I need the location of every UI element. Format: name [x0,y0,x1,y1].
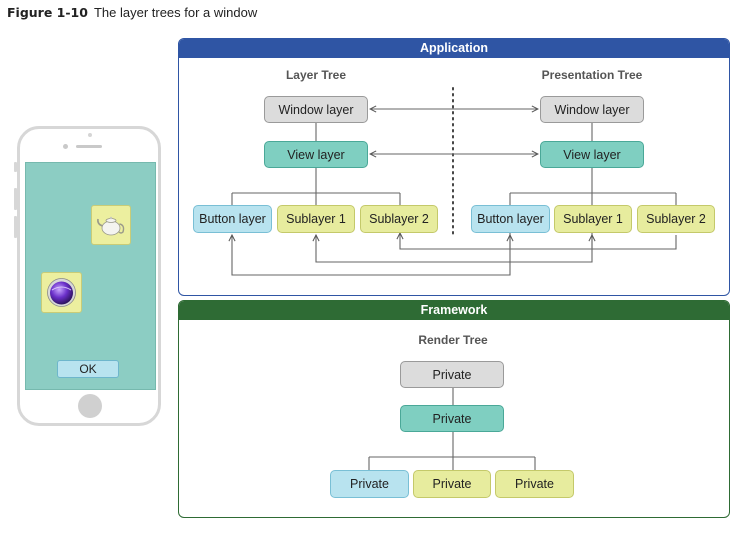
figure-title: The layer trees for a window [93,5,258,20]
button-layer-link [232,233,511,276]
figure-label: Figure 1-10 [7,5,88,20]
pres-tree-sublayer-2: Sublayer 2 [637,205,715,233]
render-tree-child-private-1: Private [330,470,409,498]
orb-tile[interactable] [41,272,82,313]
layer-tree-sublayer-1: Sublayer 1 [277,205,355,233]
phone-sensor [88,133,92,137]
phone-camera [63,144,68,149]
phone-speaker [76,145,102,148]
teapot-icon [97,216,125,236]
layer-tree-sublayer-2: Sublayer 2 [360,205,438,233]
layer-tree-button-layer: Button layer [193,205,272,233]
render-tree-child-private-3: Private [495,470,574,498]
render-tree-root-private: Private [400,361,504,388]
render-tree-view-private: Private [400,405,504,432]
render-tree-child-private-2: Private [413,470,491,498]
phone-home-button[interactable] [78,394,102,418]
phone-mute-switch [14,162,17,172]
layer-tree-title: Layer Tree [285,68,347,82]
pres-tree-view-layer: View layer [540,141,644,168]
ok-button[interactable]: OK [57,360,119,378]
application-header: Application [179,39,729,58]
pres-tree-sublayer-1: Sublayer 1 [554,205,632,233]
presentation-tree-title: Presentation Tree [541,68,643,82]
render-tree-title: Render Tree [418,333,488,347]
framework-header: Framework [179,301,729,320]
orb-icon [47,278,76,307]
pres-tree-window-layer: Window layer [540,96,644,123]
layer-tree-window-layer: Window layer [264,96,368,123]
phone-volume-down [14,216,17,238]
teapot-tile[interactable] [91,205,131,245]
phone-volume-up [14,188,17,210]
sublayer1-link [316,233,593,263]
layer-tree-view-layer: View layer [264,141,368,168]
pres-tree-button-layer: Button layer [471,205,550,233]
figure-caption: Figure 1-10 The layer trees for a window [7,5,257,20]
sublayer2-link [400,233,677,250]
